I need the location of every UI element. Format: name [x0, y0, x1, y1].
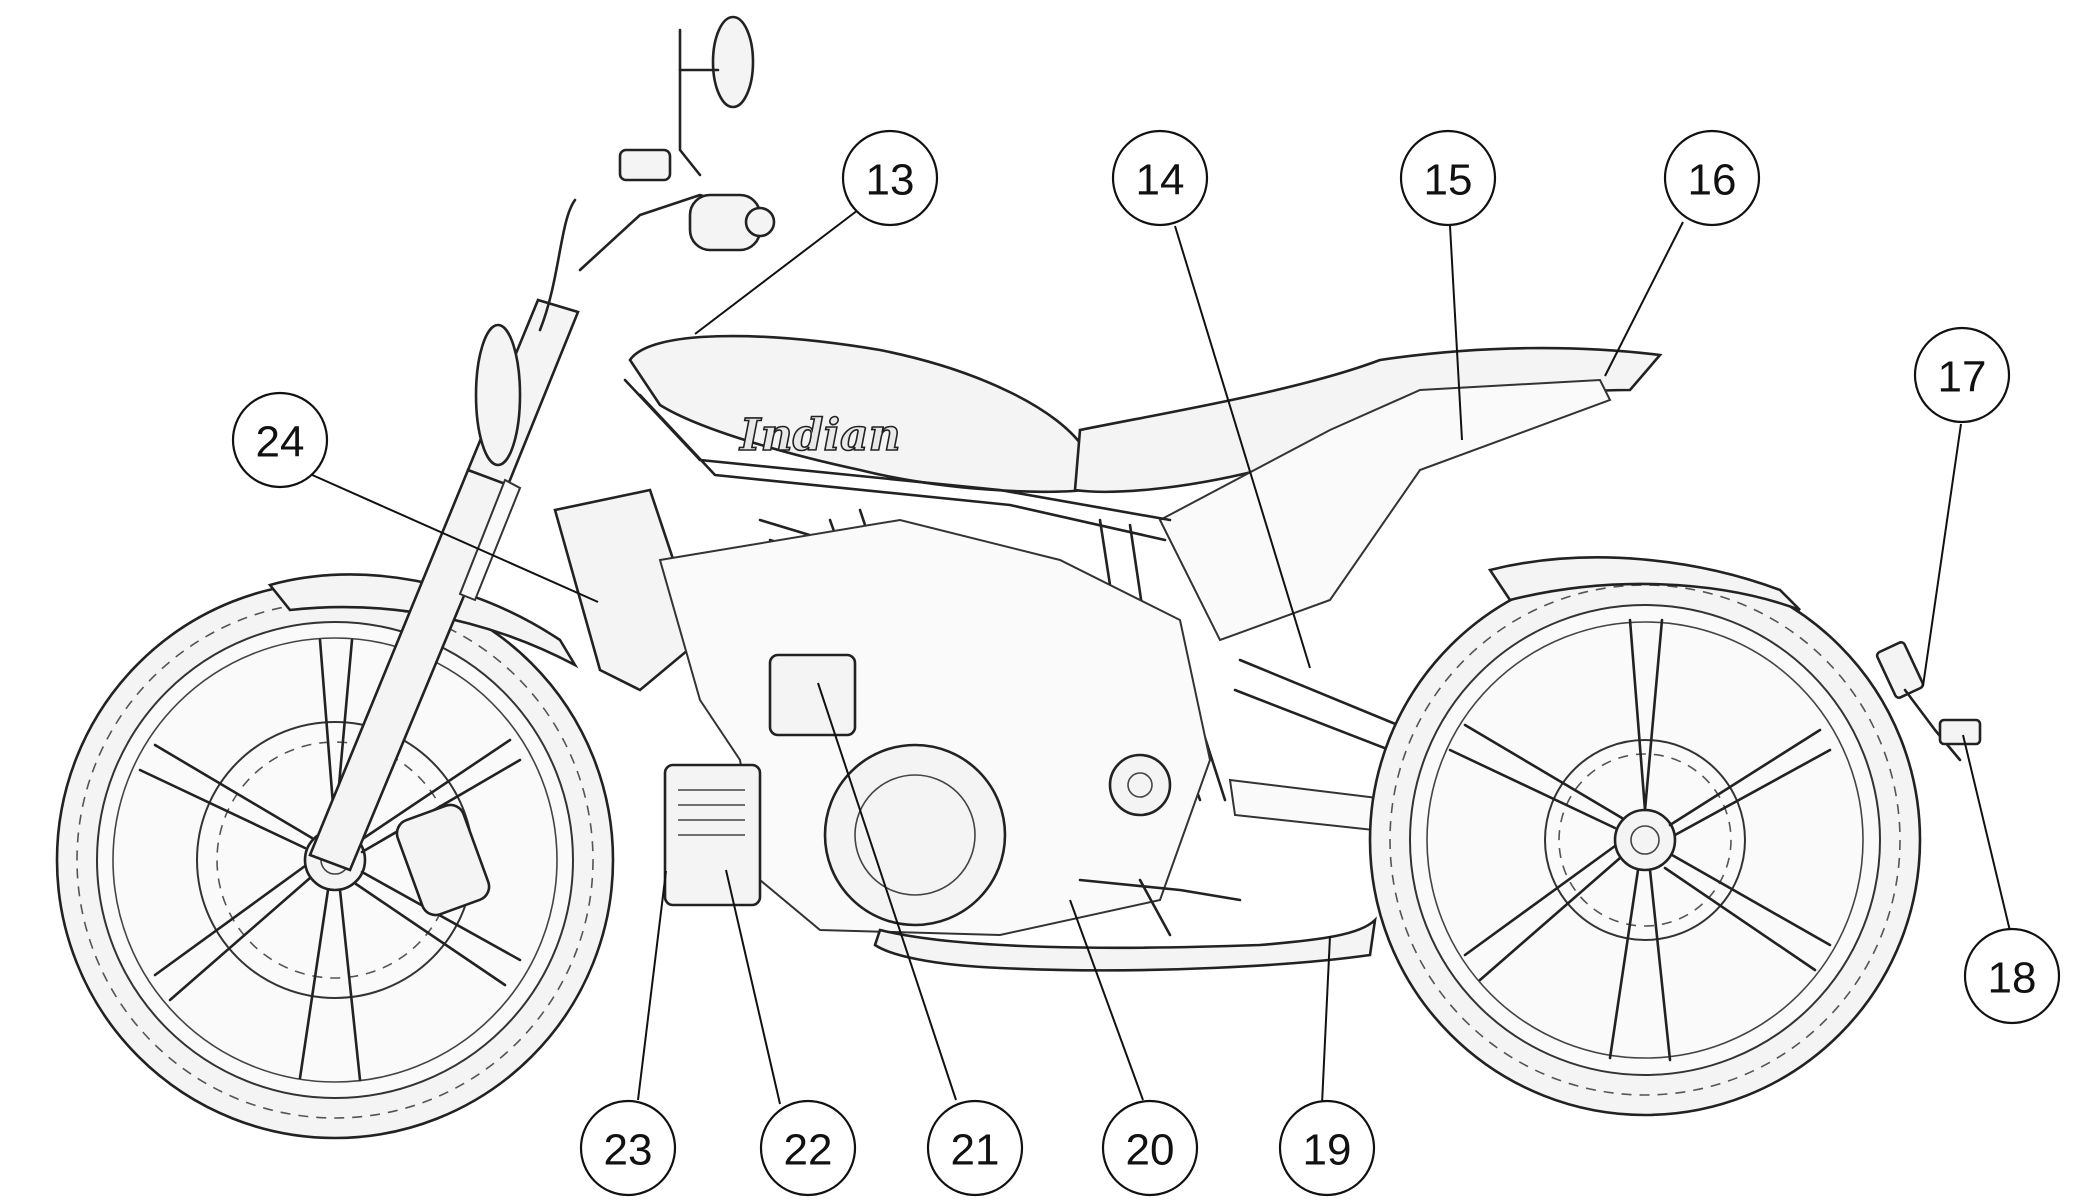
callout-21: 21: [926, 1099, 1024, 1197]
shift-lever: [1138, 878, 1172, 937]
svg-text:13: 13: [866, 156, 915, 205]
front-fender: [267, 573, 579, 669]
leader-13: [694, 209, 859, 335]
svg-text:18: 18: [1988, 954, 2037, 1003]
headlight: [474, 323, 522, 467]
leader-15: [1449, 225, 1463, 441]
svg-text:19: 19: [1303, 1126, 1352, 1175]
leader-16: [1604, 221, 1684, 377]
motorcycle-drawing: Indian: [55, 15, 1982, 1140]
callout-24: 24: [231, 391, 329, 489]
radiator: [553, 488, 702, 692]
callouts: 13 14 15 16 17 18 19 20: [231, 129, 2061, 1197]
tail-section: [1158, 378, 1612, 642]
svg-text:20: 20: [1126, 1126, 1175, 1175]
callout-16: 16: [1663, 129, 1761, 227]
svg-text:21: 21: [951, 1126, 1000, 1175]
svg-text:16: 16: [1688, 156, 1737, 205]
callout-13: 13: [841, 129, 939, 227]
callout-18: 18: [1963, 927, 2061, 1025]
callout-20: 20: [1101, 1099, 1199, 1197]
rear-wheel: [1368, 563, 1922, 1117]
rear-fender: [1487, 556, 1801, 612]
svg-text:22: 22: [784, 1126, 833, 1175]
svg-text:23: 23: [604, 1126, 653, 1175]
callout-15: 15: [1399, 129, 1497, 227]
callout-19: 19: [1278, 1099, 1376, 1197]
engine: [658, 518, 1212, 937]
svg-text:17: 17: [1938, 353, 1987, 402]
callout-leaders: [309, 209, 2011, 1105]
leader-22: [725, 869, 781, 1105]
svg-text:14: 14: [1136, 156, 1185, 205]
leader-17: [1922, 423, 1962, 687]
callout-23: 23: [579, 1099, 677, 1197]
leader-14: [1174, 225, 1311, 669]
leader-23: [637, 870, 667, 1101]
leader-21: [817, 682, 957, 1101]
callout-17: 17: [1913, 326, 2011, 424]
brake-pedal: [1078, 878, 1242, 902]
leader-18: [1962, 734, 2011, 932]
svg-text:15: 15: [1424, 156, 1473, 205]
callout-22: 22: [759, 1099, 857, 1197]
leader-20: [1069, 899, 1144, 1101]
svg-text:24: 24: [256, 418, 305, 467]
brand-logo: Indian: [738, 410, 901, 461]
callout-14: 14: [1111, 129, 1209, 227]
leader-24: [309, 473, 599, 603]
handlebar-assembly: [538, 15, 776, 332]
fuel-tank: Indian: [628, 334, 1087, 494]
exhaust: [873, 916, 1377, 972]
license-plate-bracket: [1875, 641, 1982, 762]
leader-19: [1321, 935, 1331, 1105]
